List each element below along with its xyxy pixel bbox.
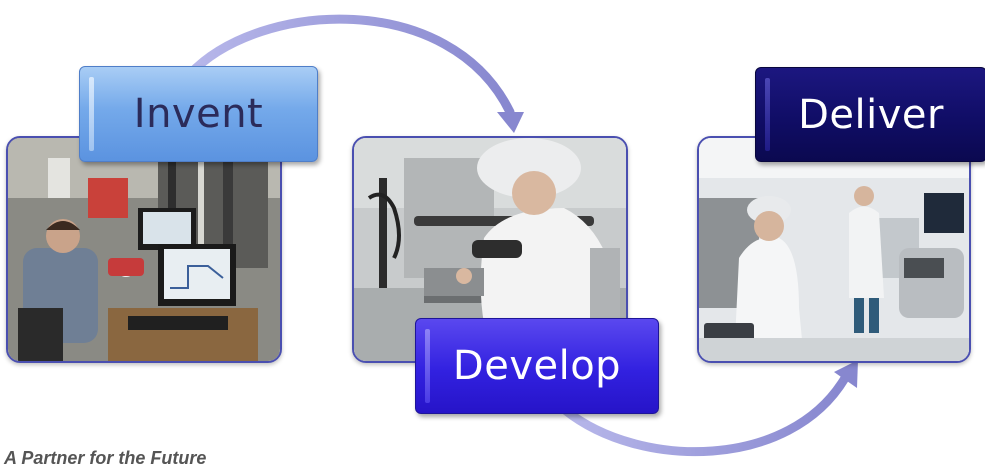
step-deliver-label: Deliver [798, 91, 944, 138]
arrow-develop-to-deliver [560, 360, 858, 456]
step-develop-label-box: Develop [415, 318, 659, 414]
accent-bar [425, 329, 430, 403]
step-invent-label: Invent [133, 91, 264, 137]
step-deliver-label-box: Deliver [755, 67, 985, 162]
accent-bar [765, 78, 770, 151]
accent-bar [89, 77, 94, 151]
step-develop-label: Develop [452, 343, 622, 389]
arrow-invent-to-develop [185, 14, 524, 133]
invent-lab-photo [6, 136, 282, 363]
deliver-facility-photo [697, 136, 971, 363]
tagline-caption: A Partner for the Future [4, 448, 207, 468]
step-invent-label-box: Invent [79, 66, 318, 162]
